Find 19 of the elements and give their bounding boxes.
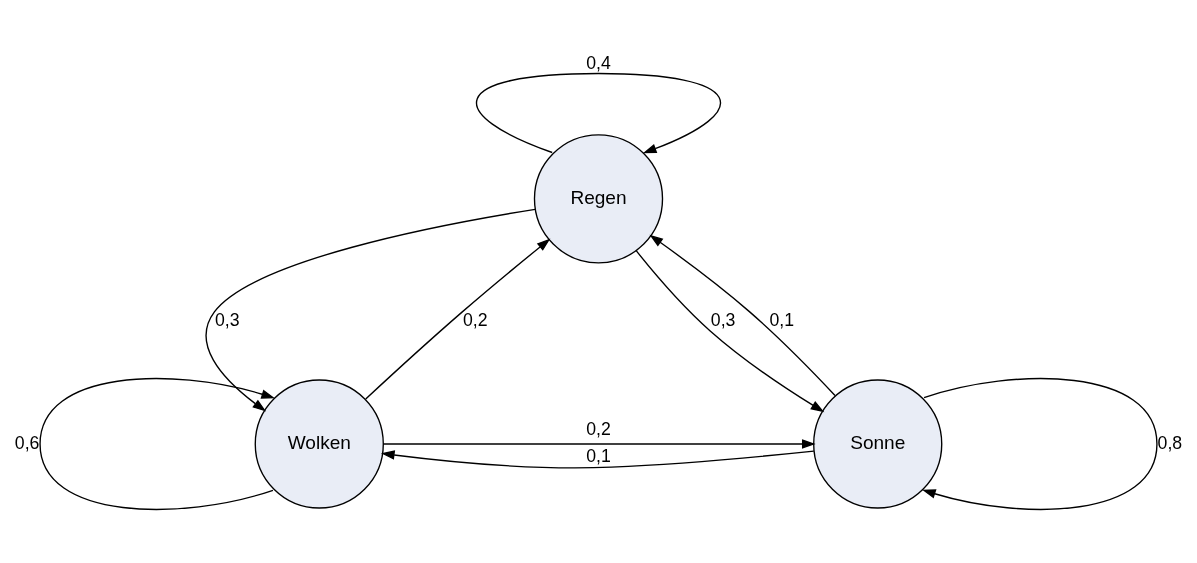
edge-label: 0,4: [586, 52, 611, 73]
arrow: [381, 449, 815, 469]
arrow: [476, 72, 722, 153]
node-circle: Sonne: [813, 378, 943, 509]
edge-label: 0,1: [586, 445, 611, 466]
arrow: [39, 377, 275, 510]
edge-label: 0,6: [14, 432, 40, 453]
edge-label: 0,3: [215, 309, 240, 330]
arrow: [205, 208, 536, 412]
edge-label: 0,8: [1157, 432, 1183, 453]
arrow: [382, 438, 816, 449]
edge-label: 0,3: [710, 309, 736, 330]
edge-label: 0,2: [462, 309, 488, 330]
arrow: [649, 234, 836, 396]
arrow: [922, 377, 1158, 510]
edge-label: 0,1: [769, 309, 794, 330]
edge-label: 0,2: [586, 418, 611, 439]
arrow: [365, 238, 551, 400]
arrow: [635, 249, 825, 412]
